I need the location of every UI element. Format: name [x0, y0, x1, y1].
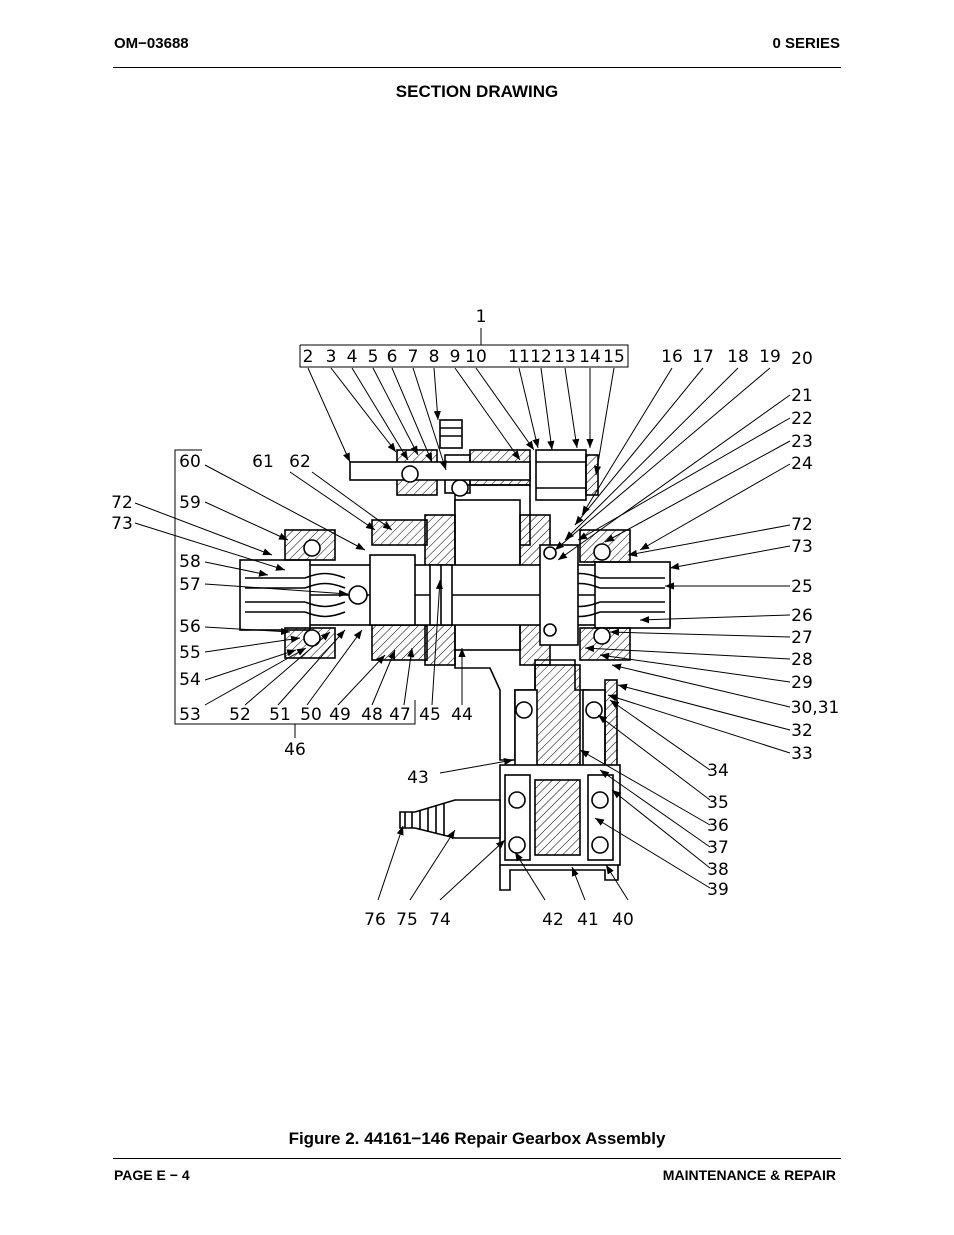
callout-46: 46 [284, 740, 306, 760]
document-id: OM−03688 [114, 35, 189, 52]
callout-1-bracket [299, 328, 629, 368]
header-rule [113, 67, 841, 68]
callout-60: 60 [179, 452, 201, 472]
callout-42: 42 [542, 910, 564, 930]
callout-62: 62 [289, 452, 311, 472]
section-name: MAINTENANCE & REPAIR [662, 1167, 836, 1183]
callout-37: 37 [707, 838, 729, 858]
callout-17: 17 [692, 347, 714, 367]
callout-56: 56 [179, 617, 201, 637]
callout-58: 58 [179, 552, 201, 572]
callout-8: 8 [429, 347, 440, 367]
callout-46-bracket [174, 449, 416, 738]
callout-27: 27 [791, 628, 813, 648]
callout-54: 54 [179, 670, 201, 690]
callout-39: 39 [707, 880, 729, 900]
callout-24: 24 [791, 454, 813, 474]
callout-1: 1 [476, 307, 487, 327]
callout-14: 14 [579, 347, 601, 367]
callout-45: 45 [419, 705, 441, 725]
callout-numbers: 1 2 3 4 5 6 7 8 9 10 11 12 13 14 15 16 1… [111, 307, 839, 930]
callout-59: 59 [179, 493, 201, 513]
callout-34: 34 [707, 761, 729, 781]
callout-33: 33 [791, 744, 813, 764]
callout-55: 55 [179, 643, 201, 663]
callout-6: 6 [387, 347, 398, 367]
callout-43: 43 [407, 768, 429, 788]
page-number: PAGE E − 4 [114, 1167, 190, 1183]
callout-10: 10 [465, 347, 487, 367]
callout-26: 26 [791, 606, 813, 626]
callout-75: 75 [396, 910, 418, 930]
callout-7: 7 [408, 347, 419, 367]
callout-73-left: 73 [111, 514, 133, 534]
callout-52: 52 [229, 705, 251, 725]
series-label: 0 SERIES [772, 35, 840, 52]
callout-13: 13 [554, 347, 576, 367]
callout-57: 57 [179, 575, 201, 595]
callout-11: 11 [508, 347, 530, 367]
callout-50: 50 [300, 705, 322, 725]
callout-9: 9 [450, 347, 461, 367]
callout-3: 3 [326, 347, 337, 367]
callout-30-31: 30,31 [791, 698, 840, 718]
callout-40: 40 [612, 910, 634, 930]
callout-53: 53 [179, 705, 201, 725]
callout-2: 2 [303, 347, 314, 367]
callout-47: 47 [389, 705, 411, 725]
figure-caption: Figure 2. 44161−146 Repair Gearbox Assem… [288, 1129, 666, 1148]
footer-rule [113, 1158, 841, 1159]
callout-61: 61 [252, 452, 274, 472]
callout-74: 74 [429, 910, 451, 930]
callout-20: 20 [791, 349, 813, 369]
callout-4: 4 [347, 347, 358, 367]
callout-12: 12 [530, 347, 552, 367]
callout-15: 15 [603, 347, 625, 367]
callout-32: 32 [791, 721, 813, 741]
callout-36: 36 [707, 816, 729, 836]
callout-23: 23 [791, 432, 813, 452]
section-title: SECTION DRAWING [395, 82, 559, 101]
gearbox-body [239, 419, 671, 891]
callout-16: 16 [661, 347, 683, 367]
callout-72-right: 72 [791, 515, 813, 535]
callout-49: 49 [329, 705, 351, 725]
callout-38: 38 [707, 860, 729, 880]
callout-25: 25 [791, 577, 813, 597]
callout-19: 19 [759, 347, 781, 367]
callout-41: 41 [577, 910, 599, 930]
callout-5: 5 [368, 347, 379, 367]
callout-18: 18 [727, 347, 749, 367]
callout-76: 76 [364, 910, 386, 930]
callout-72-left: 72 [111, 493, 133, 513]
callout-48: 48 [361, 705, 383, 725]
callout-44: 44 [451, 705, 473, 725]
callout-28: 28 [791, 650, 813, 670]
callout-51: 51 [269, 705, 291, 725]
callout-29: 29 [791, 673, 813, 693]
callout-35: 35 [707, 793, 729, 813]
callout-73-right: 73 [791, 537, 813, 557]
callout-22: 22 [791, 409, 813, 429]
leader-lines [134, 367, 791, 901]
callout-21: 21 [791, 386, 813, 406]
